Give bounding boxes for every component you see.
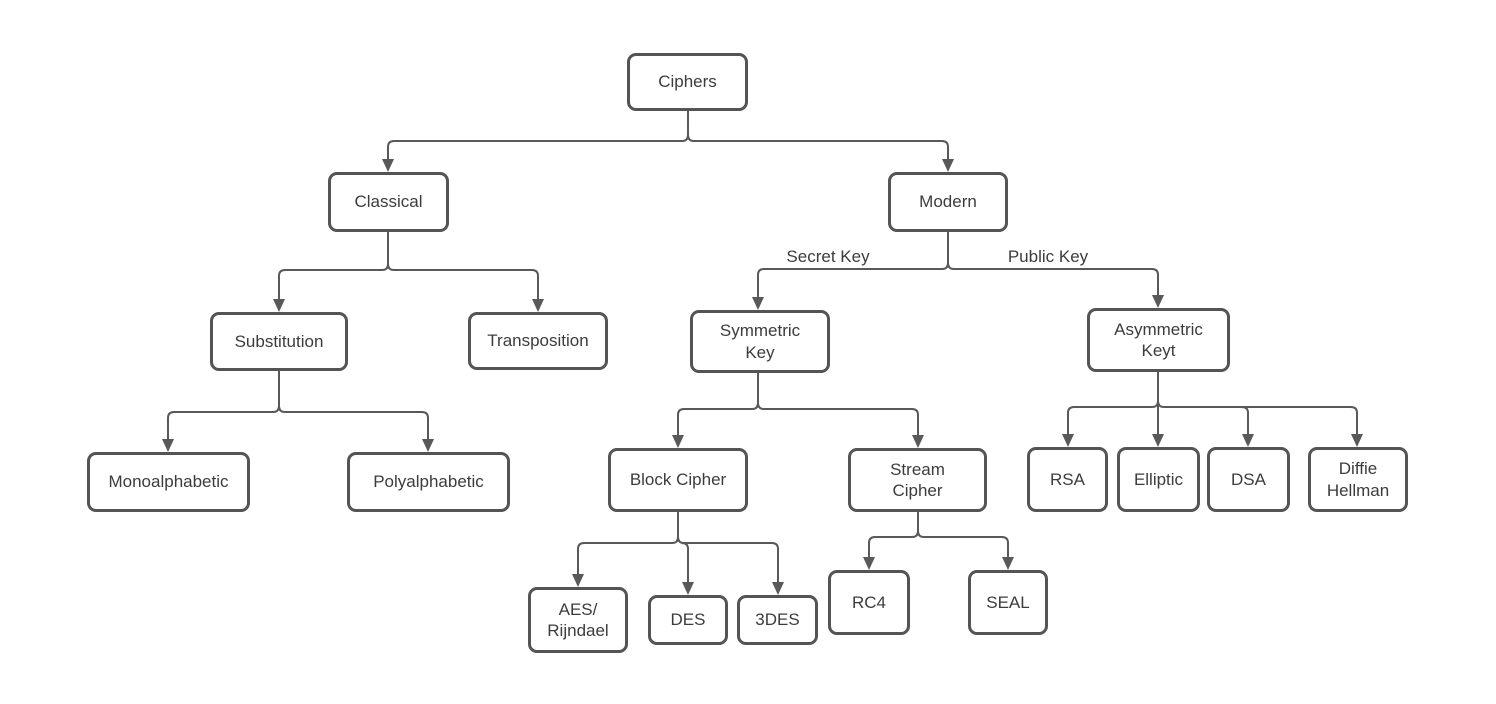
node-elliptic-label: Elliptic [1133, 469, 1184, 489]
node-transposition-label: Transposition [487, 331, 589, 351]
edge-asymmetric-diffie [1157, 372, 1363, 447]
node-dsa: DSA [1207, 447, 1290, 512]
node-classical-label: Classical [354, 192, 423, 212]
node-symmetric-key: Symmetric Key [690, 310, 830, 373]
node-diffie-hellman-label: Diffie Hellman [1326, 459, 1390, 500]
arrowhead-icon [1351, 434, 1363, 447]
node-elliptic: Elliptic [1117, 447, 1200, 512]
edge-asymmetric-rsa [1062, 372, 1159, 447]
edge-classical-substitution [273, 232, 389, 312]
arrowhead-icon [772, 582, 784, 595]
arrowhead-icon [682, 582, 694, 595]
edge-ciphers-modern [687, 111, 954, 172]
node-rsa: RSA [1027, 447, 1108, 512]
node-des-label: DES [670, 610, 706, 630]
node-stream-cipher-label: Stream Cipher [890, 459, 945, 500]
edge-stream-rc4 [863, 512, 919, 570]
node-monoalphabetic: Monoalphabetic [87, 452, 250, 512]
node-asymmetric-key: Asymmetric Keyt [1087, 308, 1230, 372]
node-diffie-hellman: Diffie Hellman [1308, 447, 1408, 512]
node-3des: 3DES [737, 595, 818, 645]
node-aes-rijndael-label: AES/ Rijndael [547, 599, 609, 640]
arrowhead-icon [382, 159, 394, 172]
edge-symmetric-block [672, 373, 759, 448]
edge-substitution-polyalphabetic [278, 371, 434, 452]
arrowhead-icon [273, 299, 285, 312]
node-polyalphabetic: Polyalphabetic [347, 452, 510, 512]
edge-modern-asymmetric [947, 232, 1164, 308]
node-rsa-label: RSA [1050, 469, 1085, 489]
arrowhead-icon [1062, 434, 1074, 447]
node-modern-label: Modern [919, 192, 977, 212]
node-block-cipher: Block Cipher [608, 448, 748, 512]
arrowhead-icon [422, 439, 434, 452]
edge-label-public-key: Public Key [1007, 247, 1089, 266]
node-rc4: RC4 [828, 570, 910, 635]
edge-substitution-monoalphabetic [162, 371, 280, 452]
node-transposition: Transposition [468, 312, 608, 370]
node-modern: Modern [888, 172, 1008, 232]
edge-label-secret-key: Secret Key [786, 247, 870, 266]
node-classical: Classical [328, 172, 449, 232]
node-ciphers-label: Ciphers [658, 72, 717, 92]
arrowhead-icon [752, 297, 764, 310]
arrowhead-icon [532, 299, 544, 312]
arrowhead-icon [1242, 434, 1254, 447]
arrowhead-icon [1152, 434, 1164, 447]
node-dsa-label: DSA [1231, 469, 1266, 489]
node-des: DES [648, 595, 728, 645]
edge-block-aes [572, 512, 679, 587]
arrowhead-icon [672, 435, 684, 448]
edge-stream-seal [917, 512, 1014, 570]
edge-modern-symmetric [752, 232, 949, 310]
edge-ciphers-classical [382, 111, 689, 172]
edge-classical-transposition [387, 232, 544, 312]
edge-block-3des [677, 512, 784, 595]
node-asymmetric-key-label: Asymmetric Keyt [1114, 319, 1203, 360]
node-aes-rijndael: AES/ Rijndael [528, 587, 628, 653]
node-seal-label: SEAL [986, 592, 1030, 612]
edge-symmetric-stream [757, 373, 924, 448]
node-ciphers: Ciphers [627, 53, 748, 111]
node-seal: SEAL [968, 570, 1048, 635]
node-monoalphabetic-label: Monoalphabetic [108, 472, 229, 492]
arrowhead-icon [863, 557, 875, 570]
arrowhead-icon [1002, 557, 1014, 570]
edge-block-des [681, 542, 694, 595]
node-block-cipher-label: Block Cipher [629, 470, 727, 490]
edge-asymmetric-dsa [1241, 406, 1254, 447]
node-symmetric-key-label: Symmetric Key [719, 321, 801, 362]
node-rc4-label: RC4 [851, 592, 886, 612]
node-stream-cipher: Stream Cipher [848, 448, 987, 512]
node-3des-label: 3DES [755, 610, 800, 630]
node-substitution-label: Substitution [234, 331, 324, 351]
arrowhead-icon [942, 159, 954, 172]
node-substitution: Substitution [210, 312, 348, 371]
arrowhead-icon [1152, 295, 1164, 308]
arrowhead-icon [572, 574, 584, 587]
arrowhead-icon [912, 435, 924, 448]
arrowhead-icon [162, 439, 174, 452]
node-polyalphabetic-label: Polyalphabetic [373, 472, 484, 492]
